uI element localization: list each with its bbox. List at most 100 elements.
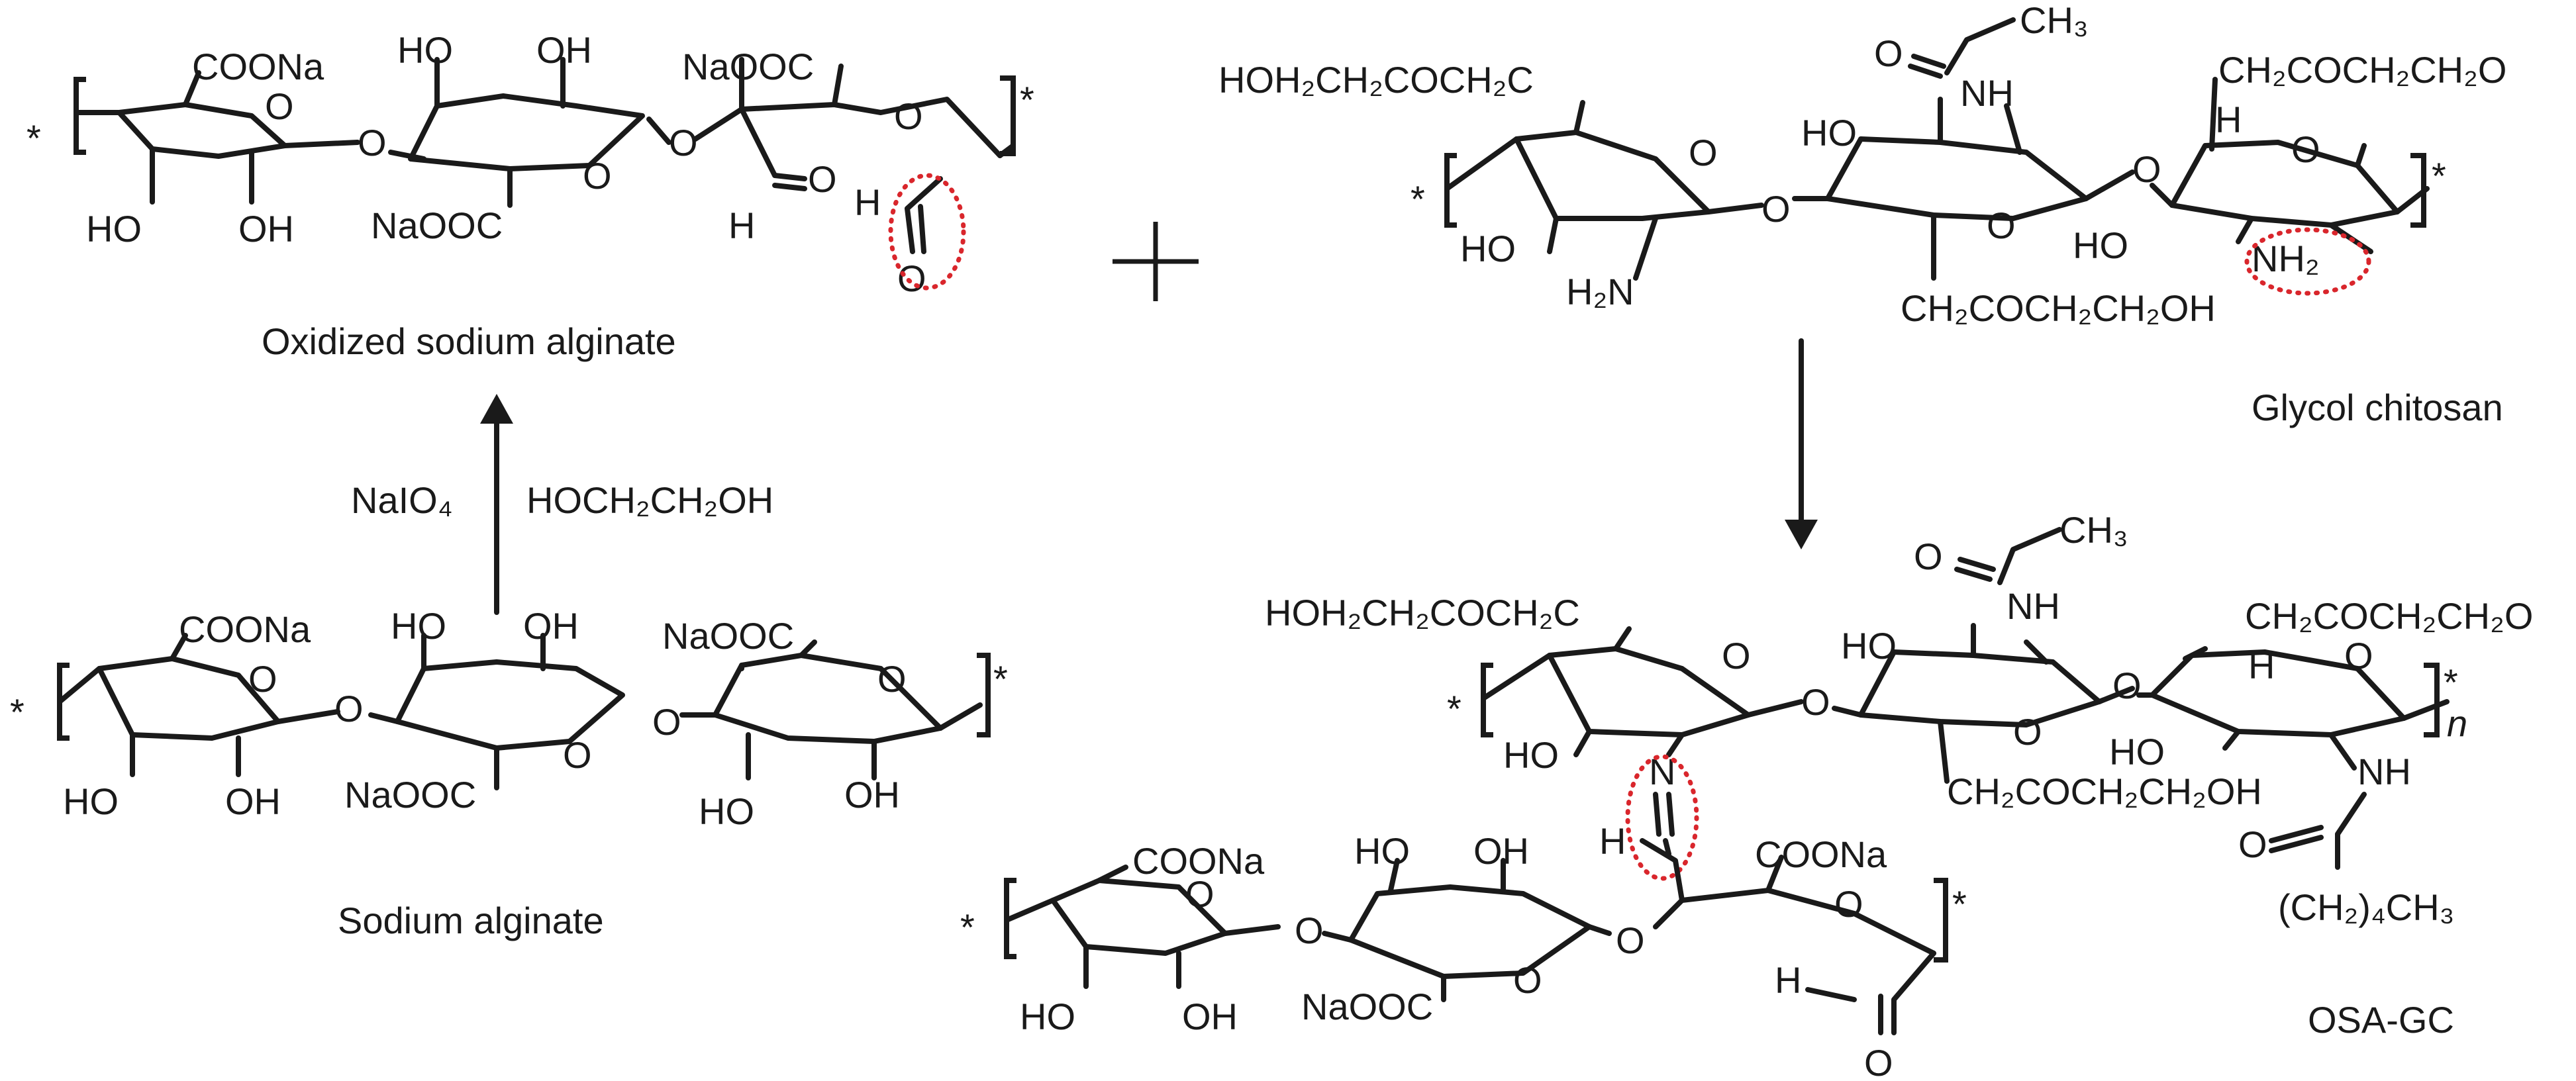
gc-ho-3: HO bbox=[2073, 224, 2128, 266]
prod-right-bracket bbox=[2424, 663, 2440, 737]
osa-right-bracket bbox=[1000, 75, 1016, 156]
gc-ho-2: HO bbox=[1801, 112, 1857, 154]
gc-ring-o-3: O bbox=[2291, 128, 2320, 170]
gc-link-o-1: O bbox=[1761, 188, 1791, 230]
prod-acetyl-ch3-1: CH₃ bbox=[2059, 509, 2128, 551]
gc-h-1: H bbox=[2215, 99, 2242, 140]
prod-acetyl-o-1: O bbox=[1914, 536, 1943, 577]
gc-bottom-chain: CH₂COCH₂CH₂OH bbox=[1901, 287, 2216, 329]
sa-right-bracket bbox=[977, 653, 991, 737]
gc-nh-1: NH bbox=[1960, 72, 2014, 114]
osa-ring-o-1: O bbox=[265, 85, 294, 127]
gc-ring-1 bbox=[1514, 130, 1711, 221]
osa-ring-1 bbox=[117, 102, 287, 159]
sa-ho-2: HO bbox=[391, 605, 446, 647]
sa-ring-o-3: O bbox=[877, 658, 907, 700]
prod-star-right: * bbox=[2444, 661, 2458, 703]
osa-left-bracket bbox=[74, 77, 86, 155]
osa-aldehyde-h-2: H bbox=[854, 181, 881, 223]
prod-osa-coona-1: COONa bbox=[1132, 840, 1265, 882]
prod-osa-ho-2: HO bbox=[1354, 830, 1410, 872]
prod-link-o-1: O bbox=[1801, 681, 1830, 723]
sa-oh-3: OH bbox=[844, 774, 900, 816]
prod-osa-ring-o-3: O bbox=[1834, 883, 1863, 925]
osa-ho-2: HO bbox=[397, 29, 453, 71]
prod-nh-1: NH bbox=[2006, 585, 2060, 627]
osa-caption: Oxidized sodium alginate bbox=[262, 320, 676, 362]
prod-osa-right-bracket bbox=[1934, 878, 1948, 963]
gc-top-left-chain: HOH₂CH₂COCH₂C bbox=[1218, 59, 1534, 101]
coupling-step bbox=[1785, 338, 1818, 549]
prod-osa-star-left: * bbox=[960, 906, 975, 948]
sa-ring-2 bbox=[395, 659, 625, 751]
gc-ring-o-1: O bbox=[1689, 132, 1718, 173]
gc-h2n: H₂N bbox=[1566, 271, 1634, 312]
gc-right-bracket bbox=[2410, 153, 2426, 228]
gc-link-o-2: O bbox=[2132, 148, 2161, 190]
prod-osa-link-o-2: O bbox=[1616, 919, 1645, 961]
prod-ring-o-2: O bbox=[2013, 711, 2042, 753]
prod-osa-naooc: NaOOC bbox=[1301, 986, 1433, 1027]
prod-ring-o-1: O bbox=[1722, 635, 1751, 677]
sa-coona: COONa bbox=[179, 608, 311, 650]
prod-osa-oh-2: OH bbox=[1473, 830, 1529, 872]
prod-osa-link-o-1: O bbox=[1295, 910, 1324, 951]
osa-star-left: * bbox=[26, 117, 41, 159]
prod-ring-2 bbox=[1858, 649, 2102, 728]
gc-amine-highlight bbox=[2244, 227, 2371, 296]
prod-ring-1 bbox=[1547, 646, 1751, 737]
prod-osa-ring-o-2: O bbox=[1513, 959, 1542, 1001]
prod-ho-1: HO bbox=[1503, 734, 1559, 776]
oxidation-arrowhead bbox=[480, 394, 513, 424]
osa-aldehyde-highlight bbox=[888, 173, 966, 291]
osa-structure: * COONa O HO OH O HO OH O NaOOC O NaOOC … bbox=[26, 29, 1034, 362]
prod-ho-3: HO bbox=[2109, 731, 2165, 773]
sa-oh-2: OH bbox=[523, 605, 579, 647]
gc-nh2: NH₂ bbox=[2252, 238, 2320, 279]
gc-star-left: * bbox=[1411, 178, 1425, 220]
sa-link-o-1: O bbox=[334, 688, 364, 729]
sa-naooc-2: NaOOC bbox=[662, 615, 794, 657]
sa-star-right: * bbox=[993, 658, 1008, 700]
prod-imine-h: H bbox=[1599, 820, 1626, 862]
plus-sign bbox=[1113, 222, 1199, 301]
gc-acetyl-o-1: O bbox=[1874, 32, 1903, 74]
prod-n-subscript: n bbox=[2447, 702, 2467, 744]
oxidation-step: NaIO₄ HOCH₂CH₂OH bbox=[351, 394, 773, 615]
osa-ring-o-3: O bbox=[894, 95, 923, 137]
sa-link-o-2: O bbox=[652, 701, 681, 743]
reagent-naio4: NaIO₄ bbox=[351, 479, 453, 521]
gc-ho-1: HO bbox=[1460, 228, 1516, 269]
osa-link-o-1: O bbox=[358, 122, 387, 164]
gc-top-right-chain: CH₂COCH₂CH₂O bbox=[2218, 49, 2506, 91]
prod-ring-o-3: O bbox=[2344, 635, 2373, 677]
sa-ring-o-1: O bbox=[248, 658, 277, 700]
prod-hexanoyl-o: O bbox=[2238, 823, 2267, 865]
sa-ring-3 bbox=[713, 653, 943, 744]
osa-ho-1: HO bbox=[86, 208, 142, 250]
osa-ring-2 bbox=[408, 93, 645, 171]
prod-osa-star-right: * bbox=[1952, 883, 1967, 925]
prod-osa-ring-2 bbox=[1348, 884, 1592, 979]
osa-star-right: * bbox=[1020, 79, 1034, 120]
osa-aldehyde-o-2: O bbox=[897, 258, 926, 299]
prod-top-right-chain: CH₂COCH₂CH₂O bbox=[2245, 595, 2533, 637]
prod-imine-highlight bbox=[1625, 754, 1699, 881]
gc-ring-3 bbox=[2169, 140, 2400, 228]
osa-aldehyde-o-1: O bbox=[808, 158, 837, 200]
prod-osa-aldehyde-h: H bbox=[1775, 959, 1801, 1001]
sa-ho-3: HO bbox=[699, 790, 754, 832]
gc-acetyl-ch3-1: CH₃ bbox=[2020, 0, 2089, 41]
gc-ring-2 bbox=[1825, 136, 2089, 221]
prod-imine-n: N bbox=[1649, 751, 1675, 792]
osa-aldehyde-h-1: H bbox=[728, 205, 755, 246]
reagent-ethylene-glycol: HOCH₂CH₂OH bbox=[526, 479, 773, 521]
prod-link-o-2: O bbox=[2112, 665, 2142, 706]
sa-ho-1: HO bbox=[63, 780, 119, 822]
sa-caption: Sodium alginate bbox=[338, 900, 604, 941]
gc-ring-o-2: O bbox=[1987, 205, 2016, 246]
prod-bottom-chain: CH₂COCH₂CH₂OH bbox=[1947, 771, 2262, 812]
prod-ho-2: HO bbox=[1841, 625, 1897, 667]
gc-structure: HOH₂CH₂COCH₂C * O HO H₂N O HO O NH O CH₃… bbox=[1218, 0, 2506, 428]
